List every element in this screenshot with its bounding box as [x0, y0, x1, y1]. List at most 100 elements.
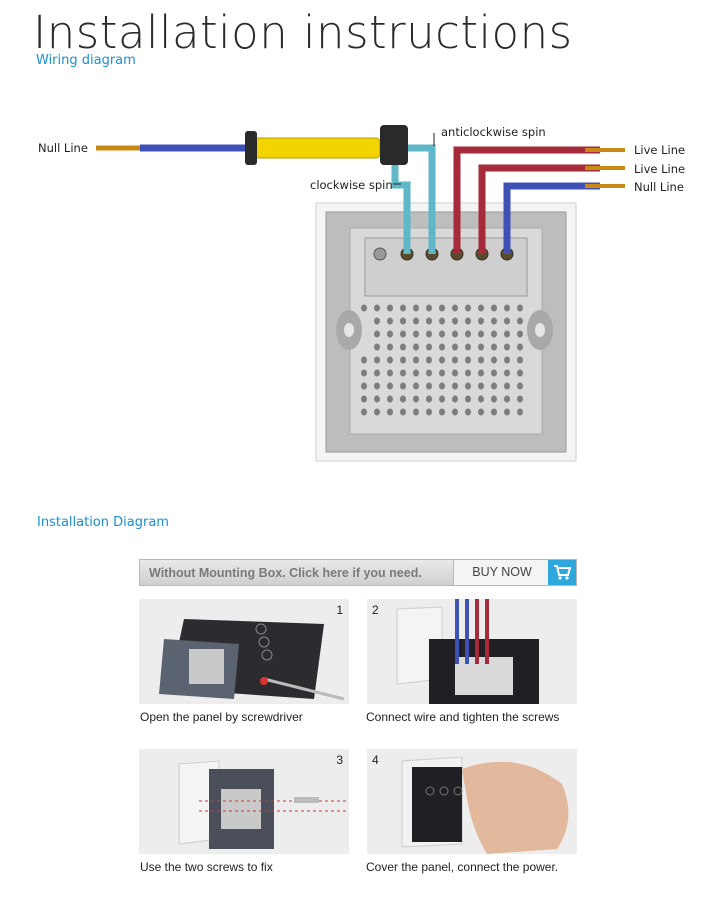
vent-hole [387, 395, 393, 403]
vent-hole [504, 369, 510, 377]
banner-text[interactable]: Without Mounting Box. Click here if you … [149, 566, 422, 580]
wiring-diagram [96, 125, 625, 462]
vent-hole [387, 408, 393, 416]
vent-hole [387, 369, 393, 377]
vent-hole [439, 343, 445, 351]
mounting-box-banner[interactable]: Without Mounting Box. Click here if you … [139, 559, 577, 586]
null-line-left-label: Null Line [38, 141, 88, 155]
vent-hole [426, 356, 432, 364]
vent-hole [374, 408, 380, 416]
vent-hole [478, 369, 484, 377]
vent-hole [465, 317, 471, 325]
vent-hole [452, 408, 458, 416]
step-number: 2 [372, 603, 379, 617]
cart-button[interactable] [548, 560, 576, 585]
vent-hole [491, 330, 497, 338]
vent-hole [426, 408, 432, 416]
installation-diagram-heading: Installation Diagram [37, 515, 169, 530]
vent-hole [452, 382, 458, 390]
vent-hole [491, 408, 497, 416]
vent-hole [387, 330, 393, 338]
vent-hole [452, 330, 458, 338]
live-line-label-2: Live Line [634, 162, 686, 176]
vent-hole [374, 304, 380, 312]
vent-hole [504, 330, 510, 338]
vent-hole [400, 408, 406, 416]
vent-hole [361, 356, 367, 364]
vent-hole [465, 356, 471, 364]
step-4-caption: Cover the panel, connect the power. [366, 860, 559, 874]
vent-hole [413, 317, 419, 325]
step-3-caption: Use the two screws to fix [140, 860, 273, 874]
vent-hole [517, 408, 523, 416]
page-title: Installation instructions [33, 6, 573, 59]
buy-now-button[interactable]: BUY NOW [453, 560, 550, 585]
vent-hole [517, 330, 523, 338]
vent-hole [504, 382, 510, 390]
vent-hole [439, 304, 445, 312]
vent-hole [361, 408, 367, 416]
vent-hole [374, 343, 380, 351]
vent-hole [426, 304, 432, 312]
vent-hole [491, 382, 497, 390]
vent-hole [465, 408, 471, 416]
step-3-image: 3 [139, 749, 349, 854]
vent-hole [413, 330, 419, 338]
vent-hole [452, 317, 458, 325]
vent-hole [491, 304, 497, 312]
vent-hole [387, 304, 393, 312]
switch-back-plate [315, 202, 577, 462]
vent-hole [491, 395, 497, 403]
vent-hole [387, 356, 393, 364]
vent-hole [400, 304, 406, 312]
cart-icon [554, 565, 571, 580]
vent-hole [478, 330, 484, 338]
vent-hole [452, 395, 458, 403]
vent-hole [426, 382, 432, 390]
vent-hole [504, 304, 510, 312]
vent-hole [452, 304, 458, 312]
vent-hole [517, 317, 523, 325]
vent-hole [465, 382, 471, 390]
vent-hole [374, 369, 380, 377]
vent-hole [517, 356, 523, 364]
live-line-label-1: Live Line [634, 143, 686, 157]
vent-hole [400, 369, 406, 377]
vent-hole [400, 395, 406, 403]
vent-hole [413, 408, 419, 416]
vent-hole [465, 330, 471, 338]
wiring-diagram-heading: Wiring diagram [36, 53, 136, 68]
vent-hole [491, 343, 497, 351]
vent-hole [413, 304, 419, 312]
vent-hole [400, 356, 406, 364]
vent-hole [374, 382, 380, 390]
vent-hole [426, 369, 432, 377]
vent-hole [400, 343, 406, 351]
vent-hole [517, 395, 523, 403]
vent-hole [374, 317, 380, 325]
vent-hole [465, 343, 471, 351]
vent-hole [504, 408, 510, 416]
null-line-right-label: Null Line [634, 180, 684, 194]
vent-hole [504, 356, 510, 364]
vent-hole [491, 317, 497, 325]
vent-hole [452, 343, 458, 351]
vent-hole [517, 304, 523, 312]
vent-hole [478, 356, 484, 364]
step-2-image: 2 [367, 599, 577, 704]
vent-hole [400, 330, 406, 338]
vent-hole [491, 356, 497, 364]
vent-hole [439, 408, 445, 416]
vent-hole [452, 369, 458, 377]
step-2-caption: Connect wire and tighten the screws [366, 710, 560, 724]
vent-hole [439, 369, 445, 377]
wires [96, 125, 625, 254]
clockwise-spin-label: clockwise spin [310, 178, 393, 192]
vent-hole [426, 317, 432, 325]
vent-hole [439, 356, 445, 364]
vent-hole [439, 330, 445, 338]
vent-hole [413, 356, 419, 364]
vent-hole [413, 382, 419, 390]
vent-hole [439, 395, 445, 403]
vent-hole [517, 343, 523, 351]
